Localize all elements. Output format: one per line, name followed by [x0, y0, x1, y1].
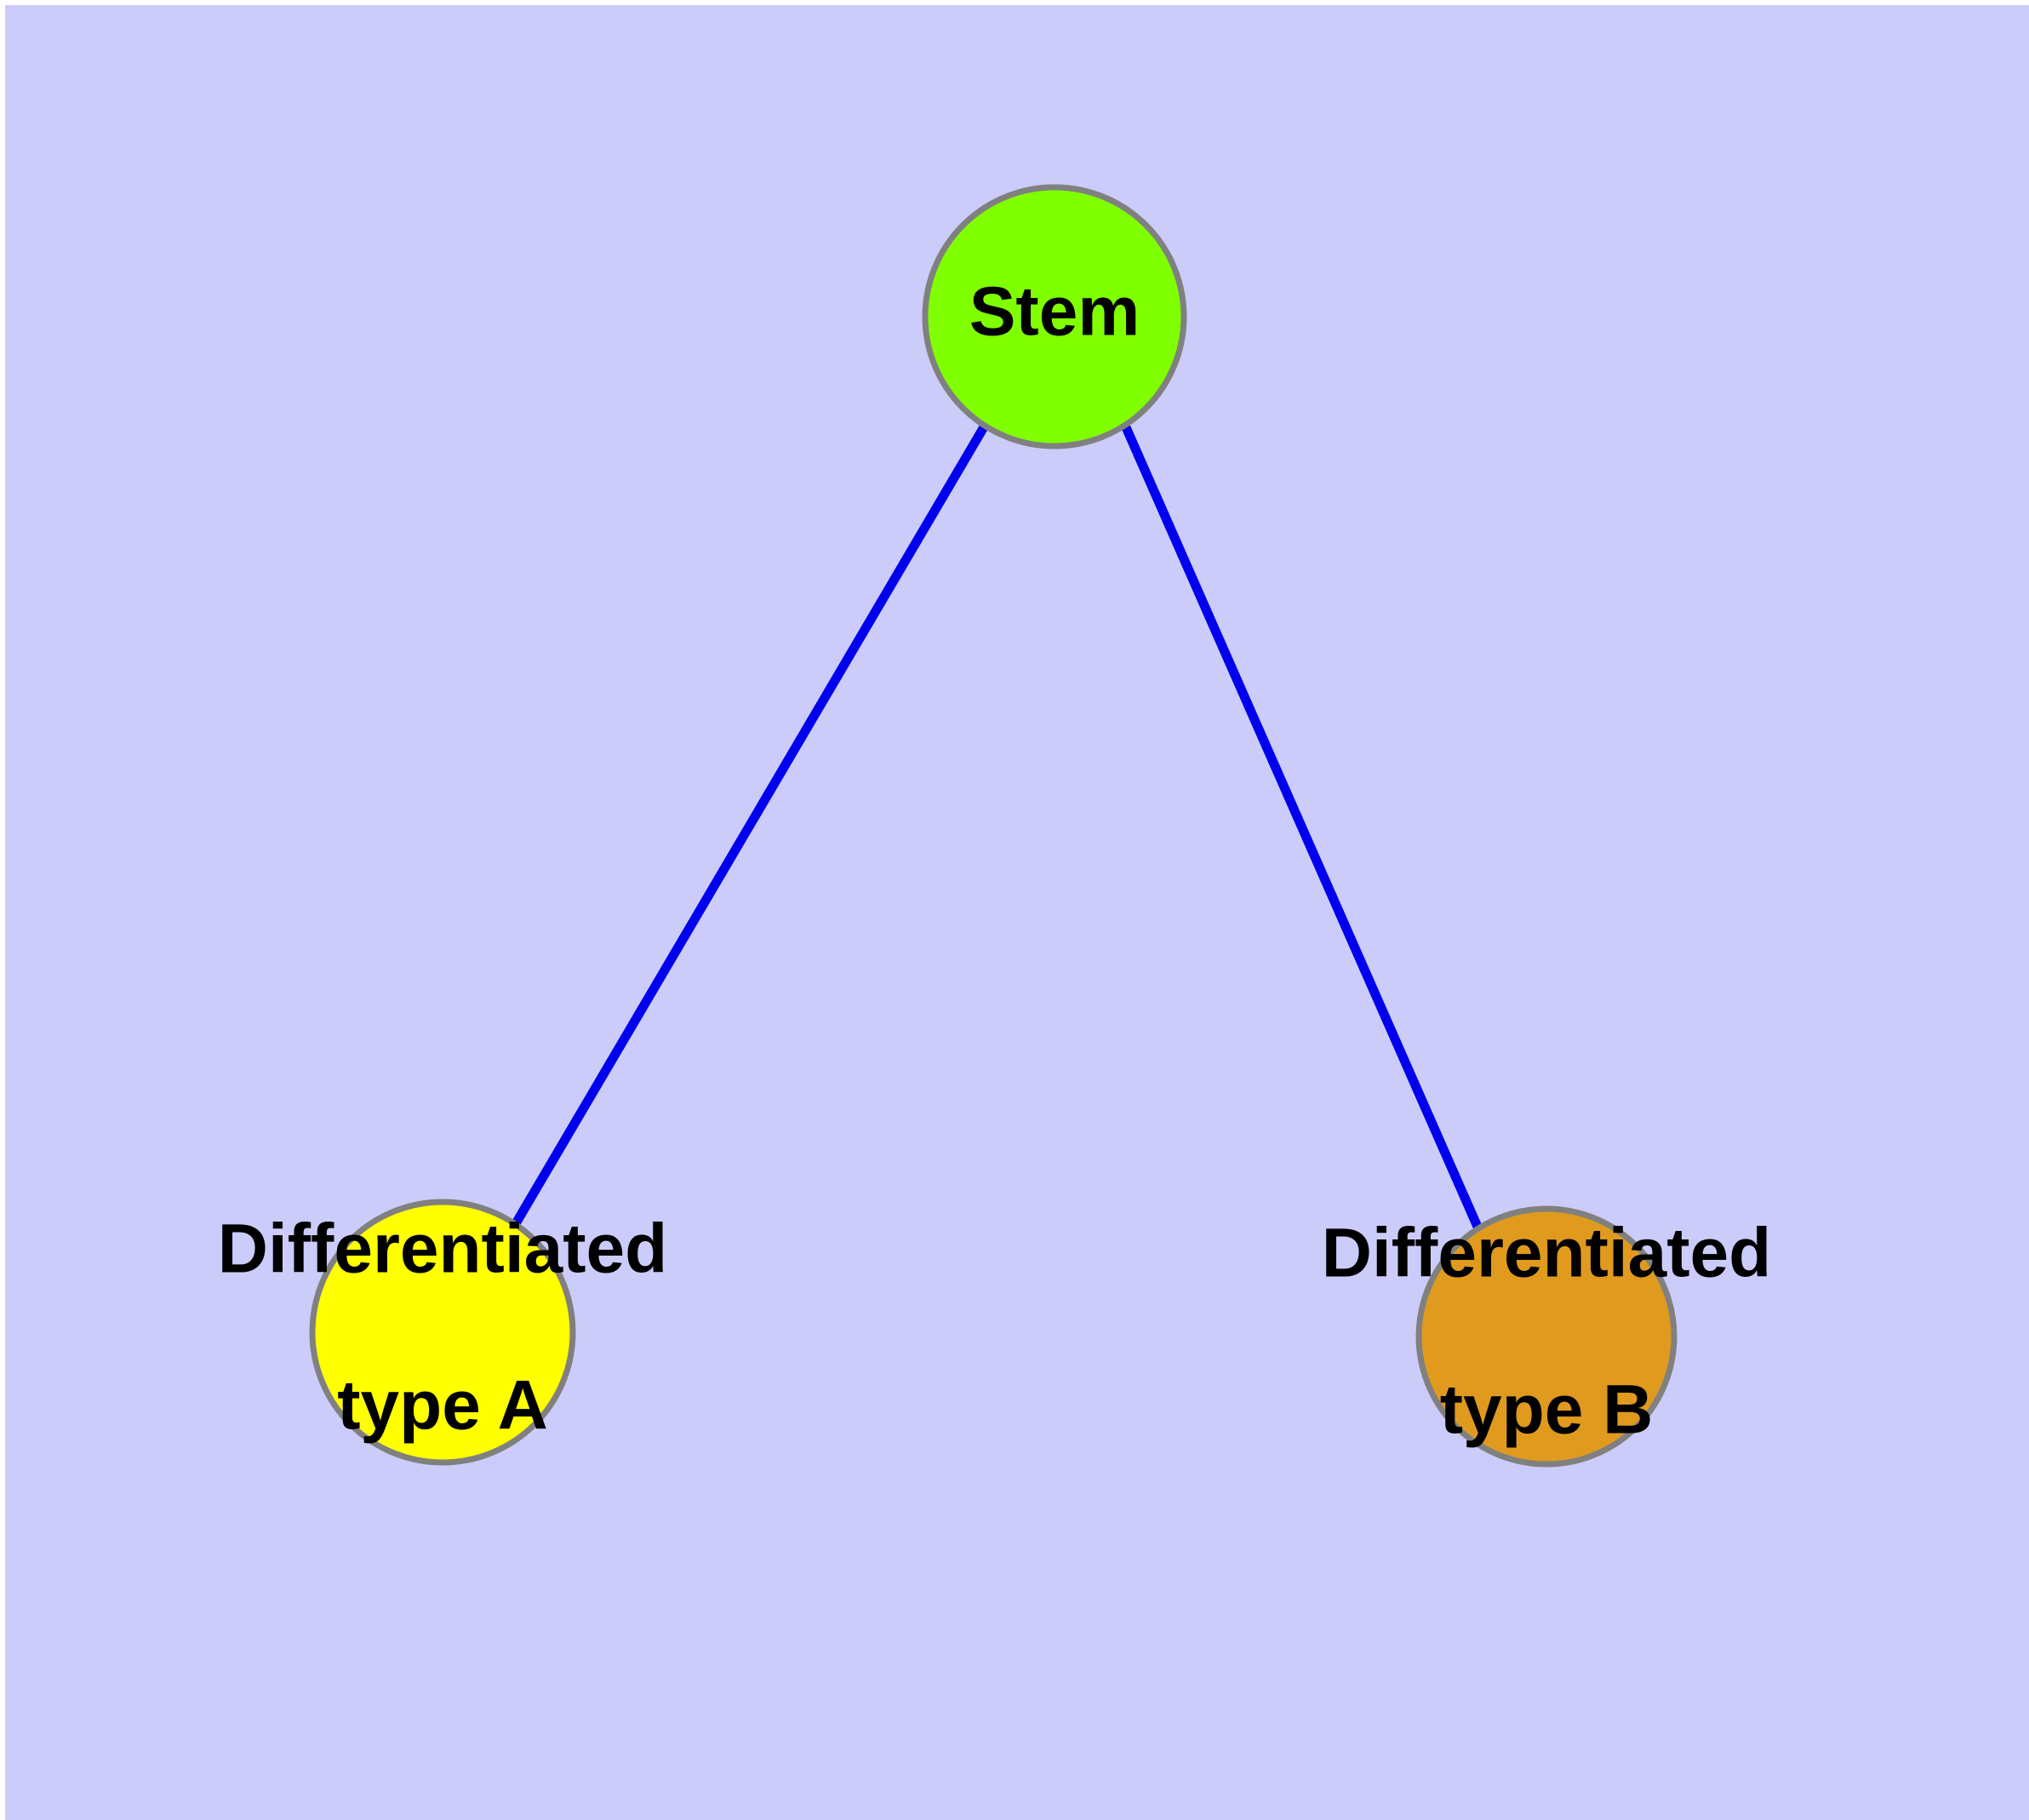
node-label-stem: Stem: [969, 273, 1140, 351]
node-differentiated-type-b[interactable]: [1415, 1205, 1677, 1468]
node-label-differentiated-type-b-line2: type B: [1440, 1371, 1654, 1449]
node-label-differentiated-type-b-line1: Differentiated: [1322, 1215, 1772, 1292]
edge-stem-to-differentiated-type-a[interactable]: [511, 423, 989, 1228]
label-layer: Stem Differentiated type A Differentiate…: [218, 273, 1772, 1449]
node-label-differentiated-type-a-line2: type A: [337, 1367, 548, 1445]
node-stem[interactable]: [922, 184, 1187, 449]
edge-layer: [511, 423, 1483, 1229]
edge-stem-to-differentiated-type-b[interactable]: [1121, 425, 1483, 1229]
node-differentiated-type-a[interactable]: [309, 1199, 576, 1466]
node-label-differentiated-type-a-line1: Differentiated: [218, 1210, 668, 1288]
node-layer: [309, 184, 1677, 1468]
